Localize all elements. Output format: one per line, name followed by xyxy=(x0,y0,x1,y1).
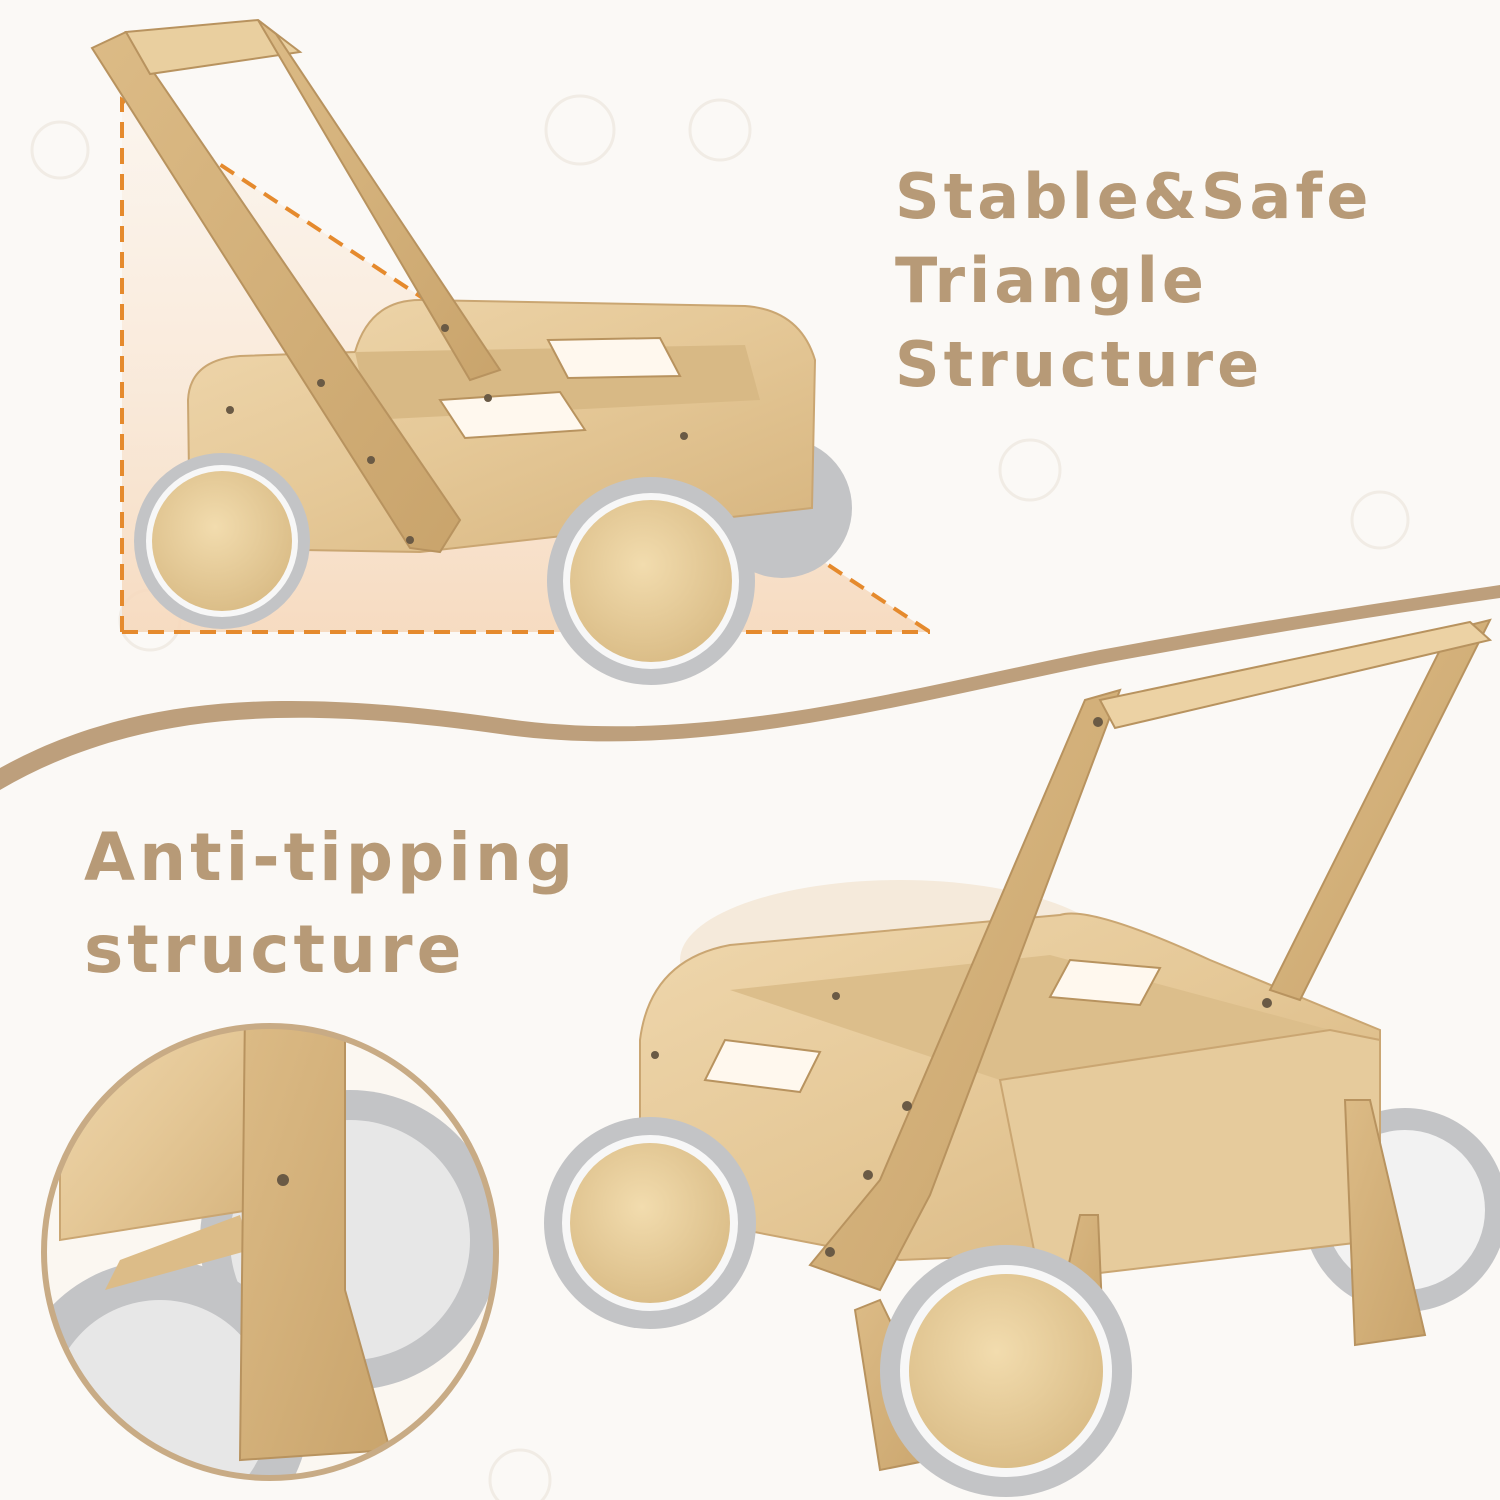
walker-side-view xyxy=(90,18,852,685)
headline-top-line3: Structure xyxy=(895,328,1264,401)
walker-front-view xyxy=(544,618,1500,1497)
headline-stable-safe-triangle: Stable&Safe Triangle Structure xyxy=(895,166,1372,418)
headline-bottom-line2: structure xyxy=(84,911,466,988)
headline-bottom-line1: Anti-tipping xyxy=(84,819,578,896)
zoom-detail-circle xyxy=(41,1023,499,1481)
headline-top-line2: Triangle xyxy=(895,244,1208,317)
headline-top-line1: Stable&Safe xyxy=(895,160,1373,233)
headline-anti-tipping: Anti-tipping structure xyxy=(84,825,577,1009)
